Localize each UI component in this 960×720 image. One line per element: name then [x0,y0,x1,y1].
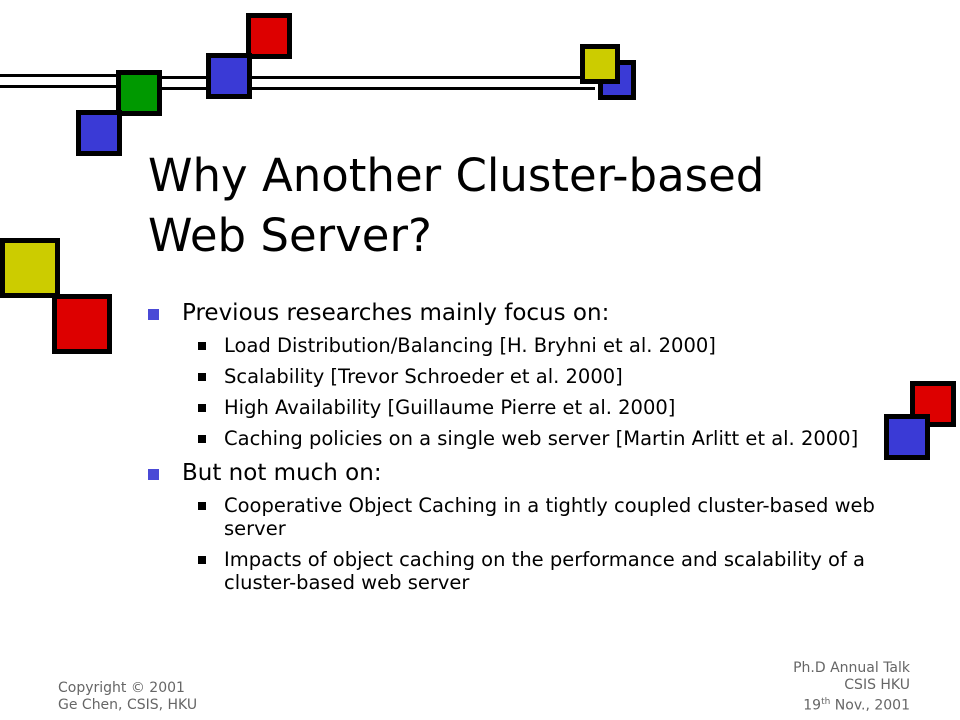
decor-square-blue [76,110,122,156]
sub-bullet-item: High Availability [Guillaume Pierre et a… [148,396,883,419]
footer-copyright: Copyright © 2001 Ge Chen, CSIS, HKU [58,680,197,714]
footer-date-rest: Nov., 2001 [830,697,910,714]
decor-square-red [910,381,956,427]
decor-square-blue [884,414,930,460]
sub-bullet-item: Scalability [Trevor Schroeder et al. 200… [148,365,883,388]
decor-square-red [52,294,112,354]
sub-bullet-item: Load Distribution/Balancing [H. Bryhni e… [148,334,883,357]
sub-bullet-item: Impacts of object caching on the perform… [148,548,883,594]
sub-bullet-item: Cooperative Object Caching in a tightly … [148,494,883,540]
footer-date-day: 19 [803,697,822,714]
footer-line: Copyright © 2001 [58,680,185,696]
slide-title: Why Another Cluster-based Web Server? [148,146,868,266]
footer-talk-info: Ph.D Annual Talk CSIS HKU 19th Nov., 200… [793,660,910,715]
footer-line: CSIS HKU [844,677,910,693]
footer-line: Ph.D Annual Talk [793,660,910,676]
decor-square-red [246,13,292,59]
slide-title-line: Why Another Cluster-based [148,149,765,202]
decor-line-top-left [0,74,120,88]
footer-date-suffix: th [821,697,831,707]
slide-content: Previous researches mainly focus on: Loa… [148,298,883,602]
sub-bullet-item: Caching policies on a single web server … [148,427,883,450]
bullet-item: Previous researches mainly focus on: [148,298,883,328]
decor-square-green [116,70,162,116]
decor-square-yellow [0,238,60,298]
decor-square-blue [206,53,252,99]
footer-date: 19th Nov., 2001 [793,694,910,715]
slide-title-line: Web Server? [148,209,432,262]
footer-line: Ge Chen, CSIS, HKU [58,697,198,713]
decor-square-yellow [580,44,620,84]
decor-line-top [160,76,595,90]
bullet-item: But not much on: [148,458,883,488]
